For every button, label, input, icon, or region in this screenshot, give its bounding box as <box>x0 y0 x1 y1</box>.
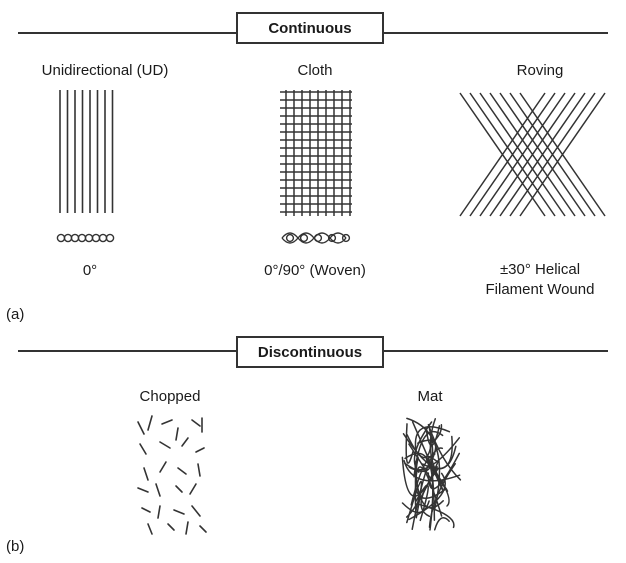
chopped-fiber <box>147 523 153 535</box>
roving-fiber <box>519 92 606 217</box>
mat-fiber-illustration <box>401 417 462 531</box>
chopped-fiber <box>147 415 153 431</box>
chopped-fiber <box>189 483 197 495</box>
chopped-fiber <box>199 525 207 533</box>
cloth-fiber-section <box>341 233 351 243</box>
mat-fiber <box>405 423 414 464</box>
discontinuous-divider-right <box>383 350 608 352</box>
panel-b-label: (b) <box>6 538 25 555</box>
chopped-fiber <box>191 505 201 517</box>
chopped-fiber <box>155 483 161 497</box>
roving-fiber <box>469 92 556 217</box>
chopped-fiber <box>177 467 187 475</box>
chopped-fiber <box>195 447 205 453</box>
chopped-fiber-illustration <box>137 415 207 535</box>
mat-fiber <box>415 484 429 522</box>
mat-fiber <box>403 459 461 482</box>
chopped-fiber <box>141 507 151 513</box>
chopped-fiber <box>167 523 175 531</box>
chopped-fiber <box>139 443 147 455</box>
roving-fiber <box>489 92 576 217</box>
mat-fiber <box>413 430 444 478</box>
roving-fiber <box>509 92 596 217</box>
cloth-orientation: 0°/90° (Woven) <box>264 262 366 279</box>
chopped-fiber <box>137 487 149 493</box>
panel-a-label: (a) <box>6 306 25 323</box>
ud-fiber-illustration <box>56 90 115 243</box>
chopped-fiber <box>185 521 189 535</box>
roving-fiber <box>479 92 566 217</box>
ud-label: Unidirectional (UD) <box>41 62 169 79</box>
mat-fiber <box>433 517 450 531</box>
mat-fiber <box>406 434 432 459</box>
discontinuous-banner: Discontinuous <box>236 336 384 368</box>
mat-fiber <box>431 466 450 507</box>
ud-fiber-section <box>84 233 94 243</box>
ud-fiber-section <box>70 233 80 243</box>
cloth-label: Cloth <box>297 62 333 79</box>
mat-fiber <box>414 426 451 451</box>
mat-fiber <box>404 452 434 531</box>
roving-fiber <box>499 92 586 217</box>
cloth-fiber-section <box>327 233 337 243</box>
chopped-fiber <box>159 461 167 473</box>
mat-fiber <box>414 466 443 517</box>
discontinuous-divider-left <box>18 350 238 352</box>
mat-fiber <box>401 500 430 514</box>
cloth-weave-illustration <box>280 90 352 244</box>
ud-fiber-section <box>63 233 73 243</box>
chopped-fiber <box>197 463 201 477</box>
ud-fiber-section <box>91 233 101 243</box>
chopped-fiber <box>173 509 185 515</box>
ud-fiber-section <box>98 233 108 243</box>
chopped-fiber <box>175 427 179 441</box>
chopped-fiber <box>175 485 183 493</box>
chopped-fiber <box>143 467 149 481</box>
chopped-fiber <box>137 421 145 435</box>
chopped-fiber <box>161 419 173 425</box>
continuous-divider-right <box>383 32 608 34</box>
continuous-divider-left <box>18 32 238 34</box>
cloth-fiber-section <box>299 233 309 243</box>
chopped-fiber <box>157 505 161 519</box>
ud-fiber-section <box>77 233 87 243</box>
roving-orientation: ±30° Helical Filament Wound <box>450 260 626 300</box>
roving-label: Roving <box>516 62 564 79</box>
ud-fiber-section <box>105 233 115 243</box>
mat-fiber <box>402 433 457 470</box>
ud-fiber-section <box>56 233 66 243</box>
chopped-fiber <box>159 441 171 449</box>
chopped-label: Chopped <box>139 388 201 405</box>
roving-orientation-line2: Filament Wound <box>485 281 595 298</box>
mat-fiber <box>408 472 446 521</box>
roving-helical-illustration <box>459 92 606 217</box>
mat-fiber <box>421 435 453 470</box>
cloth-fiber-section <box>313 233 323 243</box>
chopped-fiber <box>191 419 201 427</box>
mat-label: Mat <box>417 388 443 405</box>
ud-orientation: 0° <box>82 262 98 279</box>
continuous-banner: Continuous <box>236 12 384 44</box>
cloth-fiber-section <box>285 233 295 243</box>
chopped-fiber <box>181 437 189 447</box>
roving-orientation-line1: ±30° Helical <box>499 261 581 278</box>
roving-fiber <box>459 92 546 217</box>
